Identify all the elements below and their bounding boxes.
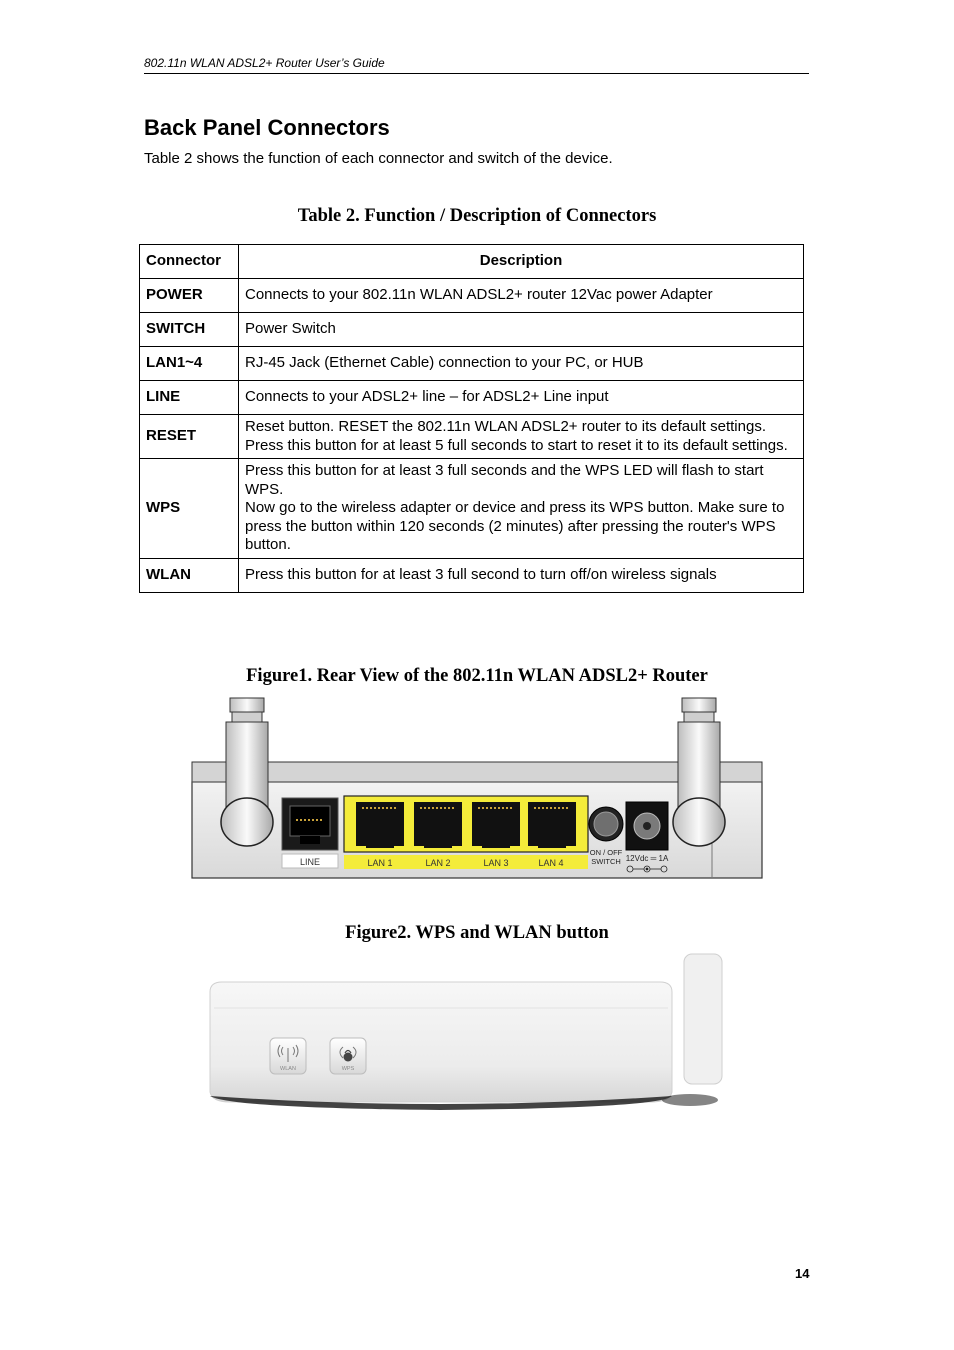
- section-title: Back Panel Connectors: [144, 115, 390, 140]
- description-line: Connects to your 802.11n WLAN ADSL2+ rou…: [245, 286, 713, 304]
- switch-label-bottom: SWITCH: [591, 857, 621, 866]
- description-line: Power Switch: [245, 320, 336, 338]
- connectors-table: Connector Description POWER Connects to y…: [139, 244, 804, 593]
- wlan-button-label: WLAN: [280, 1066, 296, 1072]
- connector-cell: LINE: [139, 380, 239, 415]
- description-cell: Reset button. RESET the 802.11n WLAN ADS…: [238, 414, 804, 459]
- figure1-caption: Figure1. Rear View of the 802.11n WLAN A…: [246, 666, 708, 686]
- table-row: SWITCH Power Switch: [139, 312, 804, 347]
- description-line: Connects to your ADSL2+ line – for ADSL2…: [245, 388, 609, 406]
- router-rear-view-figure: LINE LAN 1 LAN 2 LAN 3 LAN 4 ON / OFF SW…: [191, 697, 763, 879]
- lan3-label: LAN 3: [483, 858, 508, 868]
- polarity-icon: [626, 865, 668, 873]
- running-title: 802.11n WLAN ADSL2+ Router User’s Guide: [144, 56, 385, 70]
- description-cell: Power Switch: [238, 312, 804, 347]
- switch-label-top: ON / OFF: [590, 848, 623, 857]
- router-top-lid: [191, 761, 763, 783]
- table-row: LINE Connects to your ADSL2+ line – for A…: [139, 380, 804, 415]
- description-line: Press this button for at least 3 full se…: [245, 462, 764, 498]
- power-jack: [625, 801, 669, 851]
- line-port-label: LINE: [300, 857, 320, 867]
- table-row: POWER Connects to your 802.11n WLAN ADSL2…: [139, 278, 804, 313]
- table-header-row: Connector Description: [139, 244, 804, 279]
- page-number: 14: [795, 1266, 810, 1281]
- router-side-shell: [209, 981, 673, 1103]
- connector-cell: POWER: [139, 278, 239, 313]
- wps-button: WPS: [329, 1037, 367, 1075]
- table-row: WLAN Press this button for at least 3 ful…: [139, 557, 804, 593]
- line-port: [281, 797, 339, 851]
- column-header-description: Description: [238, 244, 804, 279]
- side-antenna: [683, 953, 723, 1085]
- right-antenna: [672, 697, 726, 847]
- left-antenna: [220, 697, 274, 847]
- wps-wlan-buttons-figure: WLAN WPS: [209, 953, 723, 1110]
- figure2-caption: Figure2. WPS and WLAN button: [345, 923, 609, 943]
- table-body: POWER Connects to your 802.11n WLAN ADSL2…: [139, 278, 804, 593]
- description-line: RJ-45 Jack (Ethernet Cable) connection t…: [245, 354, 644, 372]
- column-header-connector: Connector: [139, 244, 239, 279]
- power-switch: [588, 806, 624, 842]
- description-line: Press this button for at least 5 full se…: [245, 436, 788, 454]
- running-header: 802.11n WLAN ADSL2+ Router User’s Guide: [144, 56, 809, 74]
- connector-cell: LAN1~4: [139, 346, 239, 381]
- table-caption: Table 2. Function / Description of Conne…: [297, 206, 657, 226]
- description-cell: Connects to your ADSL2+ line – for ADSL2…: [238, 380, 804, 415]
- lan-port-3: [472, 802, 520, 848]
- connector-cell: WLAN: [139, 557, 239, 593]
- description-cell: Press this button for at least 3 full se…: [238, 557, 804, 593]
- description-cell: Connects to your 802.11n WLAN ADSL2+ rou…: [238, 278, 804, 313]
- connector-cell: SWITCH: [139, 312, 239, 347]
- connector-cell: WPS: [139, 458, 239, 559]
- wlan-antenna-icon: [277, 1044, 299, 1062]
- description-cell: RJ-45 Jack (Ethernet Cable) connection t…: [238, 346, 804, 381]
- wlan-button: WLAN: [269, 1037, 307, 1075]
- description-cell: Press this button for at least 3 full se…: [238, 458, 804, 559]
- lan2-label: LAN 2: [425, 858, 450, 868]
- lan1-label: LAN 1: [367, 858, 392, 868]
- description-line: Press this button for at least 3 full se…: [245, 565, 717, 583]
- description-line: Now go to the wireless adapter or device…: [245, 499, 785, 553]
- lan-port-4: [528, 802, 576, 848]
- table-row: LAN1~4 RJ-45 Jack (Ethernet Cable) connec…: [139, 346, 804, 381]
- description-line: Reset button. RESET the 802.11n WLAN ADS…: [245, 418, 766, 435]
- wps-button-label: WPS: [342, 1066, 355, 1072]
- table-row: RESET Reset button. RESET the 802.11n WLA…: [139, 414, 804, 459]
- lan4-label: LAN 4: [538, 858, 563, 868]
- lan-port-2: [414, 802, 462, 848]
- connector-cell: RESET: [139, 414, 239, 459]
- wps-lock-icon: [339, 1046, 357, 1062]
- section-intro: Table 2 shows the function of each conne…: [144, 150, 613, 167]
- power-jack-label: 12Vdc ═ 1A: [626, 854, 669, 863]
- lan-port-1: [356, 802, 404, 848]
